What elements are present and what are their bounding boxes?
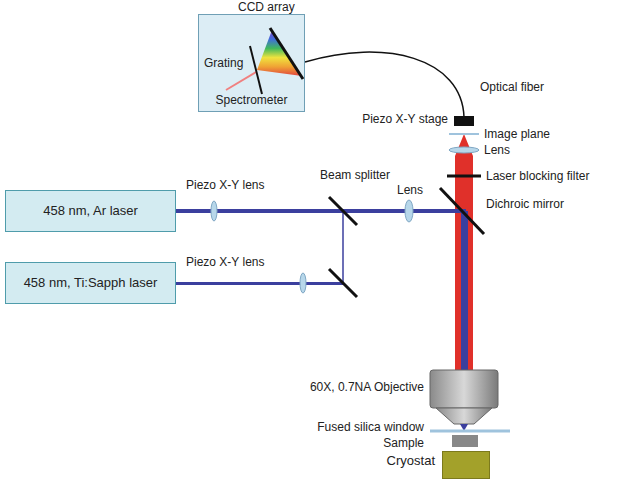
excitation-beam [461,211,468,370]
focusing-lens [405,200,413,222]
cryostat-box: Cryostat [442,451,490,479]
tube-lens [449,147,479,153]
laser-box: 458 nm, Ti:Sapph laser [5,262,176,304]
ar-beam [176,209,466,213]
objective-nose [436,408,492,424]
ccd-array-symbol [270,28,303,79]
part-label: CCD array [238,0,295,14]
part-label: Image plane [484,127,550,141]
blocking-filter [447,175,481,178]
part-label: 60X, 0.7NA Objective [310,380,424,394]
part-label: Lens [484,143,510,157]
node-heading: Cryostat [387,454,435,468]
optical-fiber [305,52,464,117]
objective-body [430,370,498,408]
grating-symbol [250,46,262,94]
part-label: Laser blocking filter [486,169,589,183]
node-label: 458 nm, Ti:Sapph laser [24,276,158,290]
combined-beam [342,211,344,283]
piezo-stage [454,116,474,126]
fold-mirror [329,269,357,297]
dichroic-mirror [440,188,484,234]
part-label: Sample [383,436,424,450]
part-label: Piezo X-Y stage [362,112,448,126]
spectrometer-housing [198,14,305,112]
piezo-lens [211,201,217,221]
fused-silica-window [430,430,510,433]
part-label: Piezo X-Y lens [186,178,265,192]
part-label: Lens [397,183,423,197]
node-label: Spectrometer [215,93,287,107]
part-label: Grating [204,56,243,70]
sample-block [452,435,478,447]
piezo-lens [300,273,306,293]
collection-beam [455,156,473,370]
laser-box: 458 nm, Ar laser [5,190,176,232]
input-ray [226,72,256,90]
part-label: Fused silica window [317,420,424,434]
part-label: Piezo X-Y lens [186,255,265,269]
tisapph-beam [176,282,343,285]
part-label: Dichroic mirror [486,197,564,211]
part-label: Optical fiber [480,80,544,94]
node-label: 458 nm, Ar laser [43,204,138,218]
beam-splitter [329,197,357,225]
part-label: Beam splitter [320,168,390,182]
image-plane [449,133,479,135]
